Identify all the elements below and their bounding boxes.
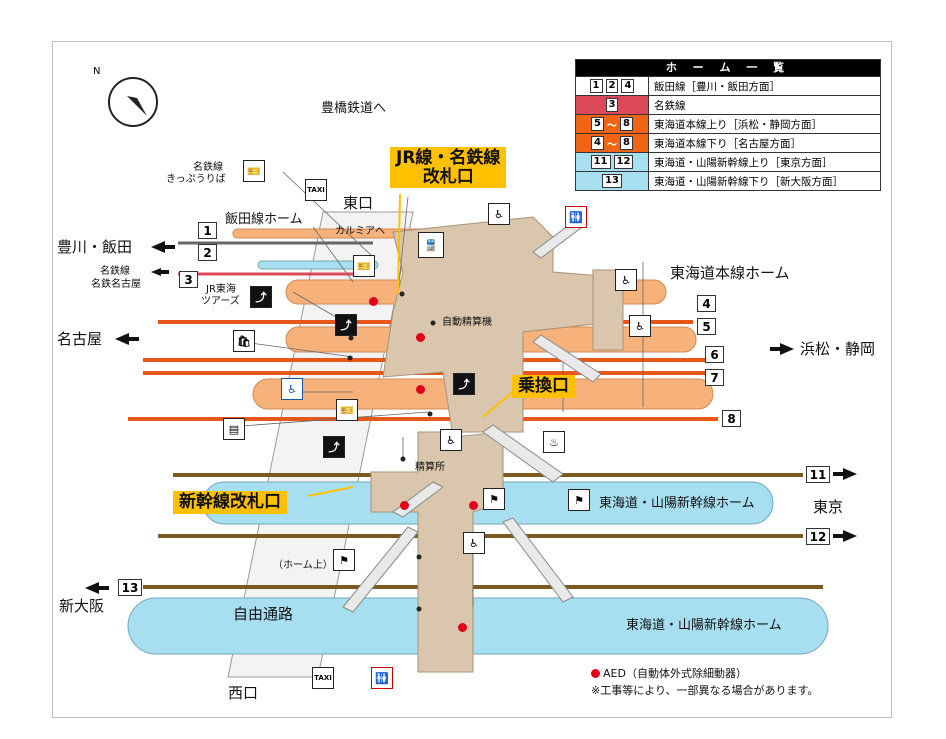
platform-number: 4 [697, 295, 716, 312]
restroom-icon: 🚻 [565, 206, 587, 228]
accessible-elevator-icon: ♿ [440, 429, 462, 451]
baggage-icon: ⚑ [333, 549, 355, 571]
station-map: N [52, 41, 892, 718]
legend-text: 東海道・山陽新幹線下り［新大阪方面］ [654, 175, 843, 188]
west-exit-label: 西口 [228, 684, 259, 702]
nagoya-label: 名古屋 [57, 330, 103, 348]
construction-note: ※工事等により、一部異なる場合があります。 [591, 684, 819, 697]
platform-number: 5 [697, 318, 716, 335]
locker-icon: ▤ [223, 418, 245, 440]
tours-label: ツアーズ [201, 296, 240, 307]
aed-marker [369, 297, 378, 306]
on-platform-label: （ホーム上） [273, 560, 333, 571]
legend-row: 4〜8 東海道本線下り［名古屋方面］ [576, 133, 880, 152]
ticket-office-label: きっぷうりば [166, 174, 226, 185]
baggage-icon: ⚑ [483, 488, 505, 510]
shin-osaka-label: 新大阪 [59, 597, 105, 615]
legend-keys: 4〜8 [576, 134, 649, 152]
platform-number: 6 [705, 346, 724, 363]
ticket-machine-icon: 🎫 [243, 160, 265, 182]
shinkansen-platform-label: 東海道・山陽新幹線ホーム [599, 496, 755, 511]
free-passage-label: 自由通路 [233, 605, 294, 623]
baggage-icon: ⚑ [568, 489, 590, 511]
platform-number: 3 [179, 271, 198, 288]
jr-tokai-label: JR東海 [206, 284, 236, 295]
aed-marker [469, 501, 478, 510]
ticket-machine-icon: 🎫 [336, 399, 358, 421]
karumia-label: カルミアへ [335, 226, 385, 237]
meitetsu-nagoya-label: 名鉄名古屋 [91, 279, 141, 290]
tokaido-platform-label: 東海道本線ホーム [670, 264, 790, 282]
transfer-gate-callout: 乗換口 [512, 375, 575, 398]
east-exit-label: 東口 [343, 194, 374, 212]
accessible-elevator-icon: ♿ [488, 203, 510, 225]
platform-number: 8 [722, 410, 741, 427]
platform-number: 12 [806, 528, 830, 545]
accessible-elevator-icon: ♿ [615, 269, 637, 291]
shinkansen-gate-callout: 新幹線改札口 [173, 491, 287, 514]
aed-note: AED（自動体外式除細動器） [603, 667, 747, 680]
toyokawa-iida-label: 豊川・飯田 [57, 238, 133, 256]
platform-number: 7 [705, 369, 724, 386]
taxi-icon: TAXI [305, 179, 327, 201]
svg-text:N: N [93, 66, 100, 77]
train-icon: 🚆 [418, 232, 444, 258]
legend-text: 東海道本線上り［浜松・静岡方面］ [654, 118, 822, 131]
legend-row: 3 名鉄線 [576, 95, 880, 114]
accessible-elevator-icon: ♿ [463, 532, 485, 554]
accessible-elevator-icon: ♿ [629, 315, 651, 337]
meitetsu-ticket-label: 名鉄線 [193, 162, 223, 173]
jr-meitetsu-gate-callout: JR線・名鉄線 改札口 [390, 147, 507, 189]
legend-keys: 13 [576, 172, 649, 190]
toyohashi-railway-label: 豊橋鉄道へ [321, 101, 387, 116]
platform-number: 1 [198, 222, 217, 239]
legend-text: 東海道本線下り［名古屋方面］ [654, 137, 801, 150]
wheelchair-icon: ♿ [281, 378, 303, 400]
taxi-icon: TAXI [312, 667, 334, 689]
shinkansen-platform-label: 東海道・山陽新幹線ホーム [626, 618, 782, 633]
escalator-icon: ⤴ [453, 373, 475, 395]
compass-icon: N [93, 66, 158, 127]
escalator-icon: ⤴ [335, 314, 357, 336]
tokyo-label: 東京 [813, 498, 844, 516]
legend-keys: 5〜8 [576, 115, 649, 133]
restroom-icon: 🚻 [371, 667, 393, 689]
meitetsu-line-label: 名鉄線 [100, 266, 130, 277]
legend-text: 東海道・山陽新幹線上り［東京方面］ [654, 156, 833, 169]
escalator-icon: ⤴ [323, 436, 345, 458]
legend-title: ホ ー ム 一 覧 [576, 60, 880, 76]
aed-marker [458, 623, 467, 632]
aed-marker [416, 385, 425, 394]
legend-row: 13 東海道・山陽新幹線下り［新大阪方面］ [576, 171, 880, 190]
escalator-icon: ⤴ [250, 286, 272, 308]
platform-number: 11 [806, 466, 830, 483]
aed-marker [400, 501, 409, 510]
fare-adjust-machine-label: 自動精算機 [442, 317, 492, 328]
waiting-room-icon: ♨ [543, 431, 565, 453]
platform-number: 13 [118, 579, 142, 596]
aed-marker [416, 333, 425, 342]
legend-text: 名鉄線 [654, 99, 686, 112]
fare-office-label: 精算所 [415, 462, 445, 473]
legend-keys: 3 [576, 96, 649, 114]
platform-number: 2 [198, 244, 217, 261]
legend-row: 5〜8 東海道本線上り［浜松・静岡方面］ [576, 114, 880, 133]
hamamatsu-shizuoka-label: 浜松・静岡 [800, 340, 876, 358]
map-graphic: N [85, 66, 857, 678]
iida-platform-label: 飯田線ホーム [225, 212, 303, 227]
ticket-machine-icon: 🎫 [353, 255, 375, 277]
shop-icon: 🛍 [233, 330, 255, 352]
aed-legend-marker [591, 669, 600, 678]
legend-text: 飯田線［豊川・飯田方面］ [654, 80, 780, 93]
